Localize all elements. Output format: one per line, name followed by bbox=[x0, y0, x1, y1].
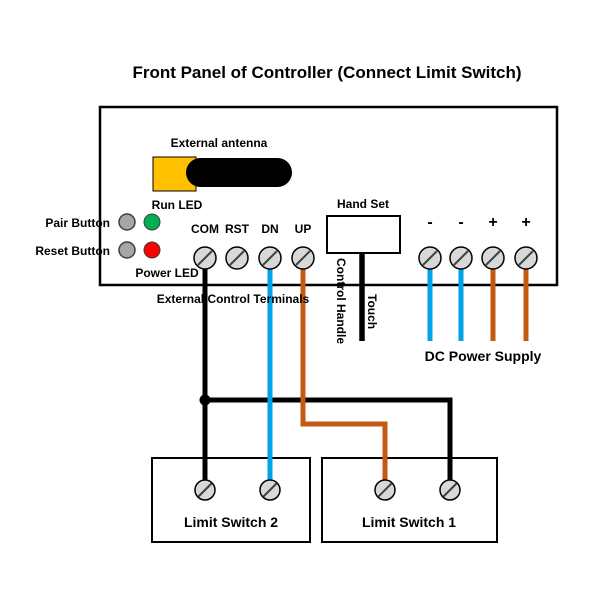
pair-button bbox=[118, 213, 136, 231]
touch-label: Touch bbox=[365, 294, 379, 330]
limit-switch-1-box bbox=[321, 457, 498, 543]
reset-button bbox=[118, 241, 136, 259]
pair-button-label: Pair Button bbox=[45, 216, 110, 230]
reset-button-label: Reset Button bbox=[35, 244, 110, 258]
antenna-body bbox=[186, 158, 292, 187]
dc-terminal-label-positive-1: + bbox=[488, 214, 498, 231]
wire-orange-up-to-limit-switch-1 bbox=[300, 258, 388, 490]
limit-switch-2-label: Limit Switch 2 bbox=[183, 514, 279, 530]
terminal-screw-dc-negative-1 bbox=[418, 246, 442, 270]
limit-switch-2-box bbox=[151, 457, 311, 543]
run-led bbox=[143, 213, 161, 231]
terminal-screw-dc-positive-1 bbox=[481, 246, 505, 270]
hand-set-label: Hand Set bbox=[336, 197, 389, 211]
terminal-label-com: COM bbox=[191, 222, 219, 236]
diagram-title: Front Panel of Controller (Connect Limit… bbox=[132, 63, 522, 82]
limit-switch-1-label: Limit Switch 1 bbox=[361, 514, 457, 530]
terminal-screw-rst bbox=[225, 246, 249, 270]
limit-switch-2-screw-left bbox=[194, 479, 216, 501]
terminal-label-rst: RST bbox=[225, 222, 249, 236]
power-led bbox=[143, 241, 161, 259]
terminal-screw-dc-positive-2 bbox=[514, 246, 538, 270]
terminal-screw-dn bbox=[258, 246, 282, 270]
hand-set-box bbox=[326, 215, 401, 254]
power-led-label: Power LED bbox=[135, 266, 199, 280]
dc-terminal-label-negative-2: - bbox=[458, 214, 464, 231]
limit-switch-2-screw-right bbox=[259, 479, 281, 501]
terminal-screw-com bbox=[193, 246, 217, 270]
dc-power-supply-label: DC Power Supply bbox=[424, 348, 542, 364]
external-antenna-label: External antenna bbox=[170, 136, 268, 150]
limit-switch-1-screw-left bbox=[374, 479, 396, 501]
run-led-label: Run LED bbox=[151, 198, 203, 212]
controller-panel-outline bbox=[98, 105, 559, 287]
control-handle-label: Control Handle bbox=[334, 258, 348, 344]
wire-junction-dot bbox=[199, 394, 211, 406]
external-control-terminals-label: External Control Terminals bbox=[156, 292, 310, 306]
terminal-screw-dc-negative-2 bbox=[449, 246, 473, 270]
limit-switch-1-screw-right bbox=[439, 479, 461, 501]
terminal-screw-up bbox=[291, 246, 315, 270]
wire-black-com-to-limit-switches bbox=[202, 258, 453, 490]
dc-terminal-label-positive-2: + bbox=[521, 214, 531, 231]
dc-terminal-label-negative-1: - bbox=[427, 214, 433, 231]
terminal-label-dn: DN bbox=[261, 222, 279, 236]
terminal-label-up: UP bbox=[294, 222, 312, 236]
